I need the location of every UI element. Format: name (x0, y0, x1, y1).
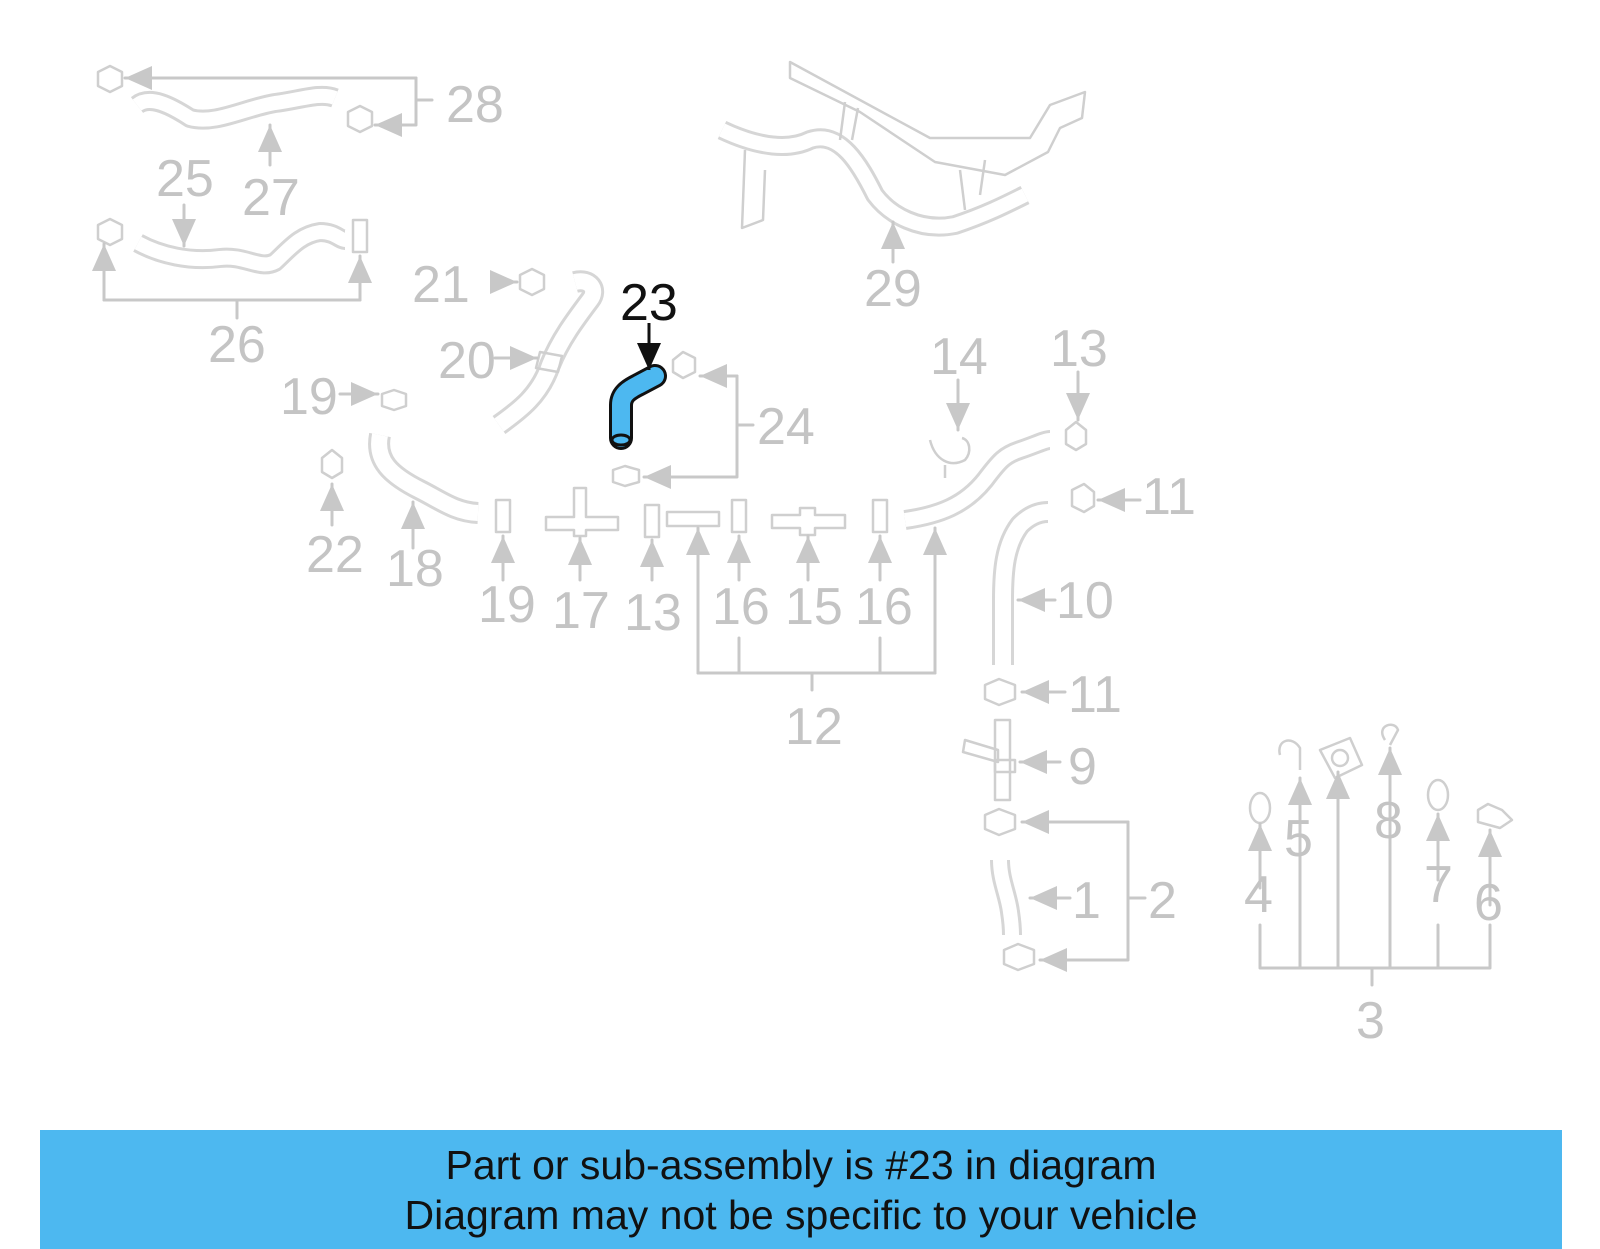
hose-18-group[interactable] (320, 382, 515, 582)
label-26: 26 (208, 316, 266, 374)
tee-17-group[interactable] (544, 486, 620, 582)
label-7: 7 (1424, 856, 1453, 914)
info-banner: Part or sub-assembly is #23 in diagram D… (40, 1130, 1562, 1249)
label-24: 24 (757, 398, 815, 456)
label-22: 22 (306, 526, 364, 584)
banner-line-disclaimer: Diagram may not be specific to your vehi… (404, 1191, 1198, 1238)
hose-12-right[interactable] (903, 370, 1090, 530)
label-12: 12 (785, 698, 843, 756)
label-16-left: 16 (712, 578, 770, 636)
label-6: 6 (1474, 874, 1503, 932)
label-2: 2 (1148, 872, 1177, 930)
label-13-right: 13 (1050, 320, 1108, 378)
label-28: 28 (446, 76, 504, 134)
label-19-left: 19 (280, 368, 338, 426)
label-5: 5 (1284, 810, 1313, 868)
clamp-24-group[interactable] (611, 350, 755, 489)
label-4: 4 (1244, 866, 1273, 924)
label-20: 20 (438, 332, 496, 390)
label-15: 15 (785, 578, 843, 636)
hose-20-group[interactable] (490, 267, 605, 434)
valve-9-group[interactable] (961, 718, 1062, 802)
kit-3-group[interactable] (1248, 723, 1514, 987)
label-16-right: 16 (855, 578, 913, 636)
label-1: 1 (1072, 872, 1101, 930)
label-11-top: 11 (1142, 468, 1196, 526)
label-10: 10 (1056, 572, 1114, 630)
hose-1-group[interactable] (983, 807, 1147, 972)
label-25: 25 (156, 150, 214, 208)
label-21: 21 (412, 256, 470, 314)
label-18: 18 (386, 540, 444, 598)
hose-25-group[interactable] (92, 203, 372, 320)
label-14: 14 (930, 328, 988, 386)
hose-23-highlighted[interactable] (609, 323, 667, 450)
pipe-12-group[interactable] (640, 498, 947, 692)
hose-28-group[interactable] (96, 64, 434, 167)
banner-line-part-number: Part or sub-assembly is #23 in diagram (445, 1141, 1157, 1188)
label-19-center: 19 (478, 576, 536, 634)
label-29: 29 (864, 260, 922, 318)
label-23: 23 (620, 274, 678, 332)
label-27: 27 (242, 169, 300, 227)
label-9: 9 (1068, 738, 1097, 796)
frame-29-group[interactable] (717, 60, 1087, 264)
label-3: 3 (1356, 992, 1385, 1050)
label-13-center: 13 (624, 584, 682, 642)
label-11-bottom: 11 (1068, 666, 1122, 724)
hose-10-group[interactable] (983, 482, 1142, 707)
label-17: 17 (552, 582, 610, 640)
label-8: 8 (1374, 792, 1403, 850)
